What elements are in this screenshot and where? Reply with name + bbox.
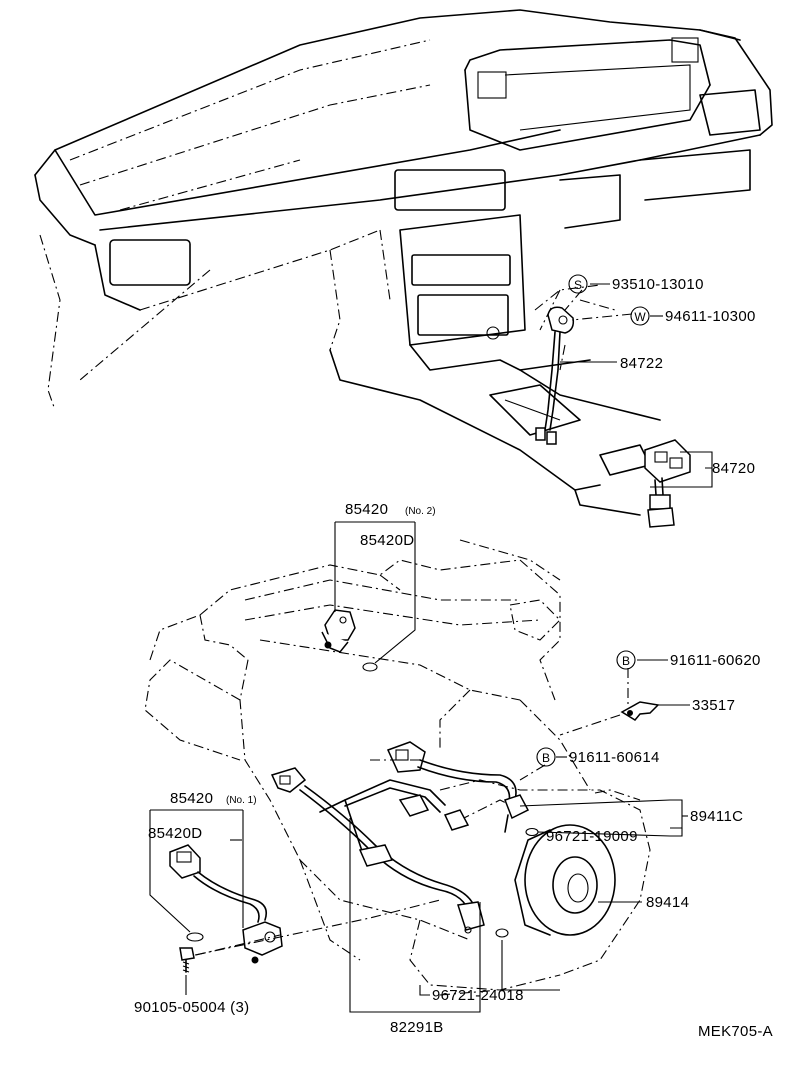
symbol-s: S (568, 274, 588, 294)
svg-text:S: S (574, 278, 582, 292)
engine-illustration (144, 559, 651, 991)
label-96721-19009: 96721-19009 (546, 828, 638, 845)
label-91611-60614: 91611-60614 (569, 749, 660, 766)
label-82291B: 82291B (390, 1019, 444, 1036)
label-85420-no1-suffix: (No. 1) (226, 795, 257, 806)
label-85420-no2-suffix: (No. 2) (405, 506, 436, 517)
part-89414-drum (524, 824, 616, 936)
label-93510-13010: 93510-13010 (612, 276, 704, 293)
label-94611-10300: 94611-10300 (665, 308, 756, 325)
label-85420-no1: 85420 (170, 790, 213, 807)
svg-text:W: W (634, 310, 646, 324)
dashboard-illustration (34, 9, 773, 516)
label-84722: 84722 (620, 355, 663, 372)
label-90105-05004: 90105-05004 (3) (134, 999, 249, 1016)
label-89414: 89414 (646, 894, 689, 911)
symbol-w: W (630, 306, 650, 326)
part-85420-no2-sensor (321, 609, 378, 672)
label-96721-24018: 96721-24018 (432, 987, 524, 1004)
symbol-b-lower: B (536, 747, 556, 767)
label-91611-60620: 91611-60620 (670, 652, 761, 669)
svg-text:B: B (622, 654, 630, 668)
label-85420D-left: 85420D (148, 825, 202, 842)
label-85420D-top: 85420D (360, 532, 414, 549)
part-82291B-harness (270, 767, 509, 938)
leader-lines (149, 283, 713, 1013)
label-89411C: 89411C (690, 808, 743, 825)
symbol-b-upper: B (616, 650, 636, 670)
label-84720: 84720 (712, 460, 755, 477)
part-33517-bracket (620, 701, 660, 721)
svg-text:B: B (542, 751, 550, 765)
part-89411C-speed-sensor (386, 741, 539, 837)
diagram-id: MEK705-A (698, 1023, 773, 1040)
label-85420-no2: 85420 (345, 501, 388, 518)
part-84720-switch (644, 439, 691, 528)
part-85420-no1-sensor (169, 844, 283, 973)
part-84722-shift-switch (535, 306, 575, 445)
label-33517: 33517 (692, 697, 735, 714)
